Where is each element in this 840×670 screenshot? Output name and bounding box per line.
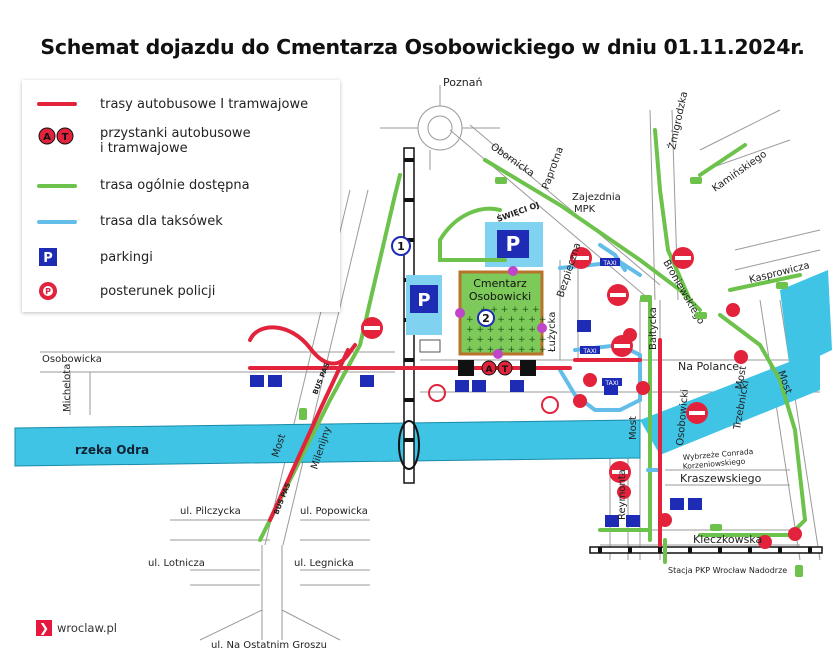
transit-route [248,325,662,547]
parking-icon: P [506,232,521,256]
legend-label-stops: przystanki autobusowe i tramwajowe [100,126,251,156]
taxi-badge: TAXI [602,260,616,267]
svg-text:+ + + + + + + +: + + + + + + + + [466,345,546,355]
green-line-icon [37,184,77,188]
label-osobowicki-bridge: Osobowicki [675,389,691,446]
label-poznan: Poznań [443,76,482,89]
cemetery: + + + + + + + + + + + + + + + + + + + + … [455,266,547,359]
railway-horizontal [589,546,823,554]
brand-logo[interactable]: ❯ wroclaw.pl [36,620,117,636]
label-swieci: ŚWIĘCI OJ [495,198,541,224]
label-bus-pas-2: BUS PAS [272,482,292,516]
legend-stop-t: T [62,132,69,143]
legend-item-general: trasa ogólnie dostępna [22,172,340,202]
taxi-badge: TAXI [604,380,618,387]
label-most-mid: Most [628,416,639,440]
legend-item-transit: trasy autobusowe I tramwajowe [22,88,340,118]
label-zajezdnia-1: Zajezdnia [572,192,621,203]
legend: trasy autobusowe I tramwajowe A T przyst… [22,80,340,312]
legend-label-parking: parkingi [100,250,153,265]
brand-text: wroclaw.pl [57,621,117,635]
red-line-icon [37,102,77,106]
svg-text:+ + + + + + + +: + + + + + + + + [466,315,546,325]
stop-t-label: T [502,365,509,375]
parking-icon: P [39,248,57,266]
label-ostatnim: ul. Na Ostatnim Groszu [211,640,327,651]
label-michelota: Michelota [62,364,73,412]
label-zmigrodzka: Żmigrodzka [665,90,690,150]
gate-1: 1 [391,236,411,256]
taxi-badge: TAXI [582,348,596,355]
legend-police-letter: P [45,287,51,296]
svg-text:+ + + + + + + +: + + + + + + + + [466,325,546,335]
police-posts [428,303,802,549]
label-na-polance: Na Polance [678,360,739,373]
stop-icon: A T [38,127,74,145]
gate-number-1: 1 [397,240,405,253]
page-title: Schemat dojazdu do Cmentarza Osobowickie… [30,22,815,72]
legend-item-parking: P parkingi [22,244,340,274]
police-icon: P [39,282,57,300]
gate-number-2: 2 [482,312,490,325]
label-osobowicka: Osobowicka [42,354,102,365]
label-reymonta: Reymonta [617,469,628,520]
legend-stop-a: A [43,132,51,143]
cemetery-label-2: Osobowicki [469,290,531,303]
cemetery-label-1: Cmentarz [473,277,527,290]
legend-parking-letter: P [43,251,53,266]
taxi-badges: TAXI TAXI TAXI [580,258,622,387]
label-pilczycka: ul. Pilczycka [180,506,241,517]
tram-bus-stop: A T [458,360,536,376]
label-kleczkowska: Kleczkowska [693,533,762,546]
legend-label-police: posterunek policji [100,284,216,299]
label-kaminskiego: Kamińskiego [710,148,769,194]
legend-item-taxi: trasa dla taksówek [22,208,340,238]
label-luzycka: Łużycka [547,312,558,353]
label-stacja: Stacja PKP Wrocław Nadodrze [668,566,787,575]
title-text: Schemat dojazdu do Cmentarza Osobowickie… [40,35,805,59]
parking-icon: P [417,290,430,311]
legend-item-stops: A T przystanki autobusowe i tramwajowe [22,122,340,162]
label-lotnicza: ul. Lotnicza [148,558,205,569]
legend-label-transit: trasy autobusowe I tramwajowe [100,97,309,112]
label-kraszewskiego: Kraszewskiego [680,472,762,485]
label-zajezdnia-2: MPK [574,204,596,215]
label-most-trzebnicki: Most [734,365,749,391]
label-baltycka: Bałtycka [648,307,659,350]
legend-label-taxi: trasa dla taksówek [100,214,223,229]
legend-item-police: P posterunek policji [22,278,340,308]
svg-text:+ + + + + + + +: + + + + + + + + [466,335,546,345]
label-legnicka: ul. Legnicka [294,558,354,569]
river-label: rzeka Odra [75,443,149,457]
stop-a-label: A [486,365,493,375]
chevron-right-icon: ❯ [36,620,52,636]
car-icons [299,177,803,577]
label-obornicka: Obornicka [488,141,536,179]
legend-label-general: trasa ogólnie dostępna [100,178,250,193]
label-popowicka: ul. Popowicka [300,506,368,517]
label-paprotna: Paprotna [540,145,566,191]
no-entry-signs [361,247,708,483]
blue-line-icon [37,220,77,224]
svg-text:+ + + + + +: + + + + + + [480,305,540,315]
river: rzeka Odra [14,270,832,467]
bus-stop-icons [250,320,702,527]
